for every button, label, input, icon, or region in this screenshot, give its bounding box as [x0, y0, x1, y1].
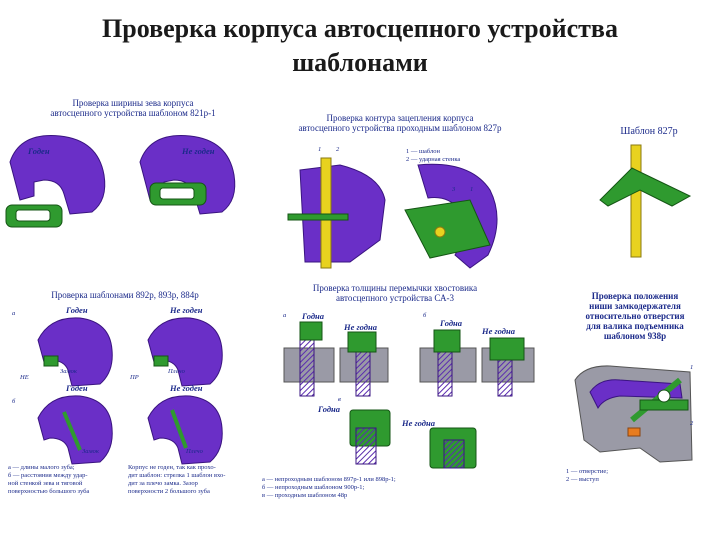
label-good-892-2: Годен — [66, 383, 88, 393]
label-bad-892-2: Не годен — [170, 383, 203, 393]
caption-938-line-4: для валика подъемника — [586, 321, 684, 331]
legend-left-2: б — расстояния между удар- — [8, 472, 88, 479]
label-plecho-1: Плечо — [168, 368, 185, 375]
title-line-1: Проверка корпуса автосцепного устройства — [102, 14, 618, 43]
label-pr: ПР — [130, 374, 139, 381]
mark-892-b: б — [12, 398, 16, 405]
caption-827: Проверка контура зацепления корпуса авто… — [280, 113, 520, 133]
title-line-2: шаблонами — [292, 48, 428, 77]
label-good-sa3-b: Годна — [440, 318, 463, 328]
coupler-head-bad-821 — [139, 135, 236, 215]
label-zamok-1: Замок — [60, 368, 77, 375]
legend-left-3: ной стенкой зева и тяговой — [8, 480, 83, 487]
mark-sa3-v: в — [338, 396, 341, 403]
legend-938: 1 — отверстие; 2 — выступ — [566, 468, 608, 484]
caption-827-line-1: Проверка контура зацепления корпуса — [326, 113, 474, 123]
legend-827-2: 2 — ударная стенка — [406, 156, 461, 163]
caption-827-line-2: автосцепного устройства проходным шаблон… — [298, 123, 502, 133]
label-good-sa3-c: Годна — [318, 404, 341, 414]
caption-938-line-2: ниши замкодержателя — [589, 301, 681, 311]
legend-mid: Корпус не годен, так как прохо- дит шабл… — [128, 464, 225, 496]
legend-938-2: 2 — выступ — [566, 476, 599, 483]
check-sa3 — [283, 321, 535, 469]
caption-938-line-1: Проверка положения — [591, 291, 679, 301]
label-bad-821: Не годен — [182, 146, 215, 156]
template-827 — [599, 144, 692, 258]
label-bad-sa3-a: Не годна — [344, 322, 377, 332]
num-827-3: 3 — [452, 186, 456, 193]
legend-827-1: 1 — шаблон — [406, 148, 441, 155]
mark-sa3-a: а — [283, 312, 287, 319]
num-938-1: 1 — [690, 364, 694, 371]
label-bad-sa3-b: Не годна — [482, 326, 515, 336]
legend-left-4: поверхностью большого зуба — [8, 488, 90, 495]
legend-right-2: б — непроходным шаблоном 900р-1; — [262, 484, 365, 491]
mark-827-1: 1 — [318, 146, 322, 153]
coupler-head-good-821 — [5, 135, 106, 228]
caption-821-line-2: автосцепного устройства шаблоном 821р-1 — [50, 108, 216, 118]
mark-sa3-b: б — [423, 312, 427, 319]
legend-right-1: а — непроходным шаблоном 897р-1 или 898р… — [262, 476, 396, 483]
page-title: Проверка корпуса автосцепного устройства… — [0, 12, 720, 80]
num-938-2: 2 — [690, 420, 694, 427]
contour-check-827 — [287, 157, 498, 269]
caption-892: Проверка шаблонами 892р, 893р, 884р — [51, 290, 199, 300]
legend-mid-2: дит шаблон: стрелка 1 шаблон вхо- — [128, 472, 226, 479]
caption-template-827: Шаблон 827р — [620, 126, 678, 137]
caption-sa3: Проверка толщины перемычки хвостовика ав… — [290, 283, 500, 303]
label-bad-sa3-c: Не годна — [402, 418, 435, 428]
label-good-sa3-a: Годна — [302, 311, 325, 321]
label-plecho-2: Плечо — [186, 448, 203, 455]
legend-mid-1: Корпус не годен, так как прохо- — [128, 464, 216, 471]
caption-938: Проверка положения ниши замкодержателя о… — [566, 291, 704, 341]
label-good-892-1: Годен — [66, 305, 88, 315]
caption-821: Проверка ширины зева корпуса автосцепног… — [28, 98, 238, 118]
legend-mid-4: поверхности 2 большого зуба — [128, 488, 210, 495]
legend-right-3: в — проходным шаблоном 48р — [262, 492, 348, 499]
caption-938-line-5: шаблоном 938р — [603, 331, 667, 341]
caption-sa3-line-2: автосцепного устройства СА-3 — [336, 293, 454, 303]
legend-mid-3: дит за плечо замка. Зазор — [128, 480, 198, 487]
label-zamok-2: Замок — [82, 448, 99, 455]
caption-938-line-3: относительно отверстия — [585, 311, 685, 321]
legend-right: а — непроходным шаблоном 897р-1 или 898р… — [262, 476, 396, 500]
caption-821-line-1: Проверка ширины зева корпуса — [72, 98, 194, 108]
legend-left: а — длины малого зуба; б — расстояния ме… — [8, 464, 89, 496]
caption-sa3-line-1: Проверка толщины перемычки хвостовика — [312, 283, 478, 293]
check-938 — [574, 365, 693, 463]
legend-827: 1 — шаблон 2 — ударная стенка — [406, 148, 460, 164]
label-bad-892-1: Не годен — [170, 305, 203, 315]
check-892-893-884 — [37, 317, 223, 465]
legend-left-1: а — длины малого зуба; — [8, 464, 75, 471]
num-827-1: 1 — [470, 186, 474, 193]
label-good-821: Годен — [28, 146, 50, 156]
mark-892-a: а — [12, 310, 16, 317]
label-ne: НЕ — [20, 374, 29, 381]
mark-827-2: 2 — [336, 146, 340, 153]
legend-938-1: 1 — отверстие; — [566, 468, 609, 475]
